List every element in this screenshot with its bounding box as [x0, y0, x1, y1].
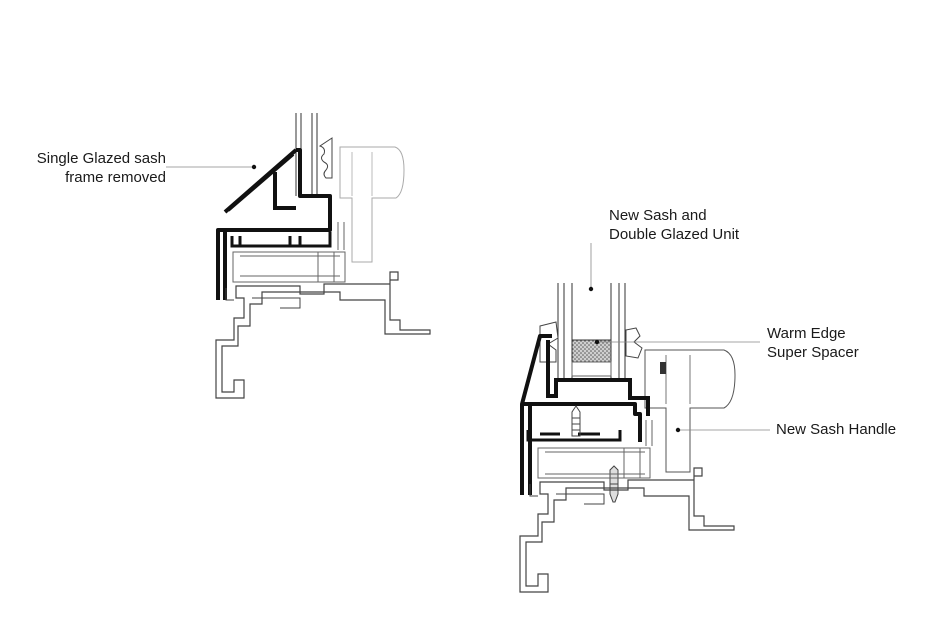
- new-outer-frame: [519, 467, 735, 593]
- old-handle-outline: [339, 146, 405, 263]
- old-frame-chambers: [232, 222, 346, 283]
- new-glazing-bead-left: [539, 321, 559, 363]
- leader-lines: [166, 164, 770, 433]
- new-sash-section: [519, 283, 736, 593]
- label-handle-line1: New Sash Handle: [776, 421, 897, 438]
- old-outer-frame: [215, 271, 431, 399]
- warm-edge-spacer: [571, 339, 612, 363]
- new-handle-outline: [644, 349, 736, 473]
- label-handle: New Sash Handle: [776, 420, 896, 439]
- label-new-sash: New Sash and Double Glazed Unit: [609, 206, 739, 244]
- new-sash-profile: [520, 334, 642, 495]
- new-frame-chambers: [537, 420, 653, 479]
- label-new-sash-line2: Double Glazed Unit: [609, 226, 740, 243]
- label-new-sash-line1: New Sash and: [609, 207, 707, 224]
- old-sash-section: [215, 113, 431, 399]
- double-glazed-unit: [557, 283, 626, 380]
- new-glazing-bead-right: [625, 327, 643, 359]
- label-old-sash-line2: frame removed: [65, 169, 166, 186]
- label-old-sash: Single Glazed sash frame removed: [37, 149, 166, 187]
- label-spacer-line1: Warm Edge: [767, 325, 846, 342]
- fixing-screws: [571, 405, 619, 503]
- label-spacer: Warm Edge Super Spacer: [767, 324, 859, 362]
- label-spacer-line2: Super Spacer: [767, 344, 859, 361]
- old-glazing-bead: [318, 137, 333, 179]
- label-old-sash-line1: Single Glazed sash: [36, 150, 166, 167]
